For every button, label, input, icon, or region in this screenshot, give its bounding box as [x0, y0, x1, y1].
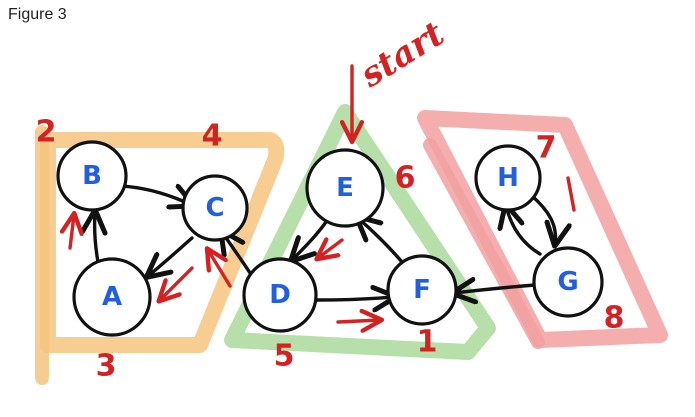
edge-e-d	[292, 220, 328, 260]
start-label: start	[353, 14, 452, 97]
node-b-label: B	[82, 161, 102, 191]
edge-d-f	[314, 297, 394, 300]
node-b[interactable]: B	[56, 140, 128, 212]
figure-label: Figure 3	[8, 6, 67, 23]
annotation-e: 6	[395, 161, 416, 196]
node-g[interactable]: G	[532, 246, 604, 318]
edge-g-f	[454, 285, 537, 293]
traversal-marks	[70, 64, 576, 322]
node-f-label: F	[413, 275, 431, 305]
node-c[interactable]: C	[181, 174, 249, 242]
node-h-label: H	[497, 163, 519, 193]
scc-orange-box	[35, 125, 285, 385]
node-a-label: A	[102, 282, 122, 312]
edge-a-b	[95, 212, 98, 264]
node-d-label: D	[269, 280, 291, 310]
edge-g-h	[506, 206, 542, 256]
edge-c-a	[148, 236, 194, 276]
node-c-label: C	[205, 193, 224, 223]
node-d[interactable]: D	[242, 257, 318, 333]
annotation-b: 2	[36, 115, 57, 150]
node-a[interactable]: A	[72, 257, 152, 337]
edge-f-e	[358, 218, 404, 264]
trace-c-to-a	[160, 266, 194, 300]
edge-b-c	[120, 186, 192, 205]
trace-a-to-b	[70, 215, 74, 250]
node-f[interactable]: F	[386, 254, 458, 326]
trace-h-to-g	[566, 176, 576, 212]
node-h[interactable]: H	[474, 144, 542, 212]
annotation-c: 4	[202, 119, 223, 154]
annotation-h: 7	[536, 131, 557, 166]
trace-e-to-d	[318, 240, 344, 258]
annotation-g: 8	[604, 301, 625, 336]
node-g-label: G	[557, 267, 578, 297]
annotation-d: 5	[274, 339, 295, 374]
annotation-a: 3	[96, 349, 117, 384]
edge-h-g	[530, 194, 556, 244]
scc-red-box	[417, 110, 668, 349]
trace-d-to-f	[336, 320, 380, 322]
annotation-f: 1	[417, 325, 438, 360]
trace-d-to-c	[208, 250, 232, 288]
node-e-label: E	[336, 173, 354, 203]
node-e[interactable]: E	[305, 148, 385, 228]
